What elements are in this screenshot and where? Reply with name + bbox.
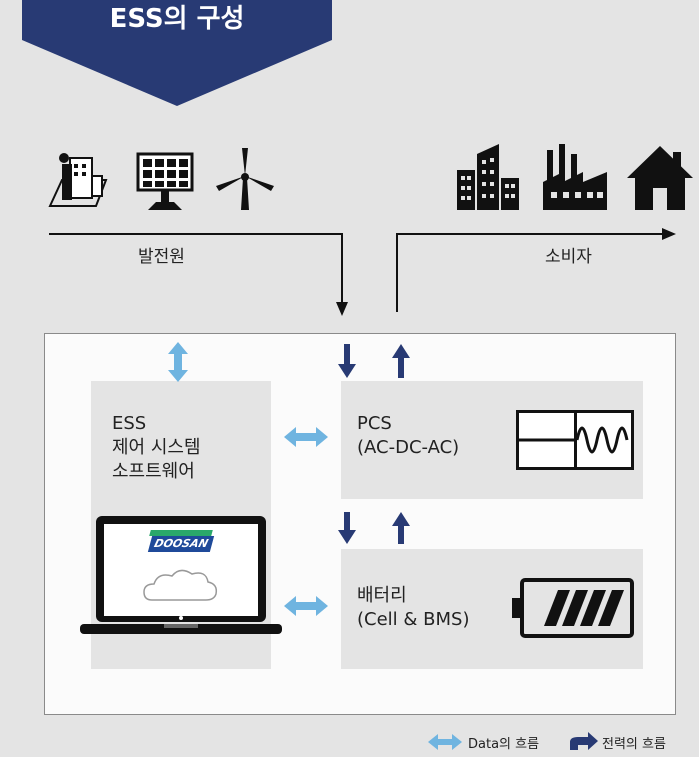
consumer-label: 소비자 [545,247,592,267]
house-icon [627,146,693,210]
office-building-icon [457,144,519,210]
source-label: 발전원 [138,247,185,267]
power-arrow-down-1 [338,344,356,378]
power-arrow-up-2 [392,512,410,544]
pcs-label-line2: (AC-DC-AC) [357,437,460,458]
waveform-icon [516,410,634,470]
wind-turbine-icon [216,148,274,210]
battery-icon [512,578,634,638]
data-arrow-vertical [168,342,188,382]
title-banner [22,0,332,106]
legend-data-arrow [428,734,462,750]
data-arrow-pcs [284,427,328,447]
legend-data-label: Data의 흐름 [468,737,540,752]
battery-label-line2: (Cell & BMS) [357,609,470,630]
legend-power-arrow [570,732,598,750]
battery-label: 배터리 (Cell & BMS) [357,584,469,632]
solar-panel-icon [136,152,194,210]
power-plant-icon [48,153,108,207]
software-label: ESS 제어 시스템 소프트웨어 [112,412,201,484]
power-arrow-down-2 [338,512,356,544]
battery-label-line1: 배터리 [357,585,407,606]
page-title: ESS의 구성 [109,4,245,34]
software-label-line3: 소프트웨어 [112,461,195,482]
data-arrow-battery [284,596,328,616]
source-flow-line [49,228,676,316]
software-label-line2: 제어 시스템 [112,437,201,458]
software-label-line1: ESS [112,413,147,434]
factory-icon [543,144,607,210]
power-arrow-up-1 [392,344,410,378]
pcs-label: PCS (AC-DC-AC) [357,412,459,460]
legend-power-label: 전력의 흐름 [602,737,666,752]
pcs-label-line1: PCS [357,413,392,434]
